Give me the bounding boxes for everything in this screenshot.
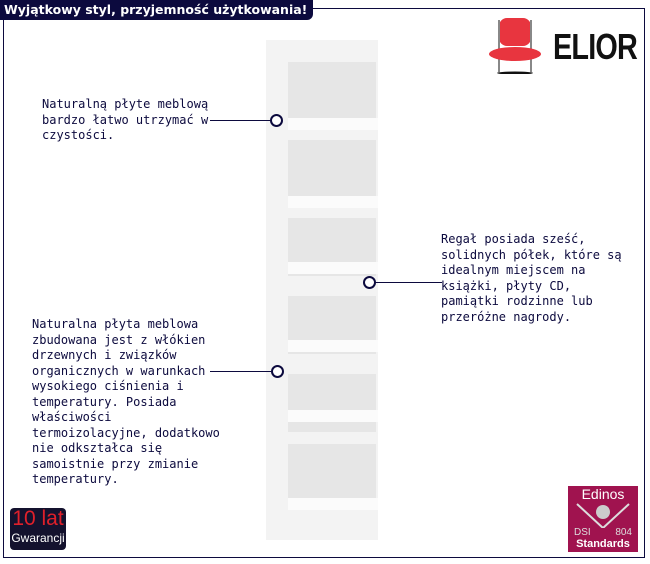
header-title: Wyjątkowy styl, przyjemność użytkowania! bbox=[0, 0, 314, 20]
edinos-badge: Edinos DSI 804 Standards bbox=[568, 486, 638, 552]
callout-dot bbox=[363, 276, 376, 289]
callout-dot bbox=[270, 114, 283, 127]
callout-shelves: Regał posiada sześć, solidnych półek, kt… bbox=[441, 232, 622, 324]
warranty-label: Gwarancji bbox=[11, 531, 65, 545]
warranty-badge: 10 lat Gwarancji bbox=[10, 508, 66, 550]
callout-dot bbox=[271, 365, 284, 378]
content-frame bbox=[3, 8, 645, 558]
brand-name: ELIOR bbox=[553, 26, 638, 67]
edinos-title: Edinos bbox=[581, 486, 625, 502]
edinos-dsi: DSI bbox=[574, 527, 591, 538]
warranty-years: 10 lat bbox=[12, 507, 64, 530]
edinos-standards: Standards bbox=[576, 538, 630, 550]
edinos-v-icon bbox=[576, 503, 630, 528]
callout-material: Naturalna płyta meblowa zbudowana jest z… bbox=[32, 317, 220, 486]
chair-logo-icon bbox=[489, 18, 541, 74]
bookshelf-image bbox=[266, 40, 378, 540]
callout-cleaning: Naturalną płyte meblową bardzo łatwo utr… bbox=[42, 97, 209, 142]
edinos-number: 804 bbox=[615, 527, 632, 538]
